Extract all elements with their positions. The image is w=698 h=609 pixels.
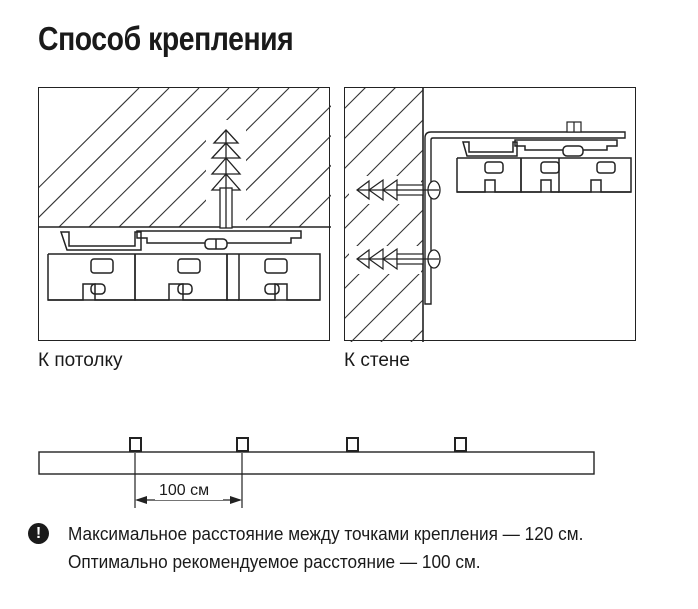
ceiling-mount-drawing	[39, 88, 331, 301]
note-max-distance: Максимальное расстояние между точками кр…	[68, 523, 584, 544]
rail-bar	[38, 451, 595, 475]
wall-caption: К стене	[344, 350, 410, 371]
dowel-icon	[356, 247, 429, 271]
wall-rail-profile	[456, 139, 632, 193]
wall-mount-drawing	[345, 88, 632, 342]
mount-point	[236, 437, 249, 452]
exclamation-icon: !	[28, 523, 49, 544]
ceiling-caption: К потолку	[38, 350, 123, 371]
dowel-icon	[356, 178, 429, 202]
wall-bracket	[424, 131, 626, 305]
dowel-icon	[210, 129, 242, 229]
dimension-label: 100 см	[159, 482, 210, 499]
page-title: Способ крепления	[38, 20, 294, 57]
ceiling-mount-diagram	[38, 87, 331, 341]
mount-point	[129, 437, 142, 452]
mount-point	[346, 437, 359, 452]
note-optimal-distance: Оптимально рекомендуемое расстояние — 10…	[68, 551, 481, 572]
mount-point	[454, 437, 467, 452]
ceiling-rail-profile	[47, 230, 321, 301]
wall-mount-diagram	[344, 87, 636, 342]
